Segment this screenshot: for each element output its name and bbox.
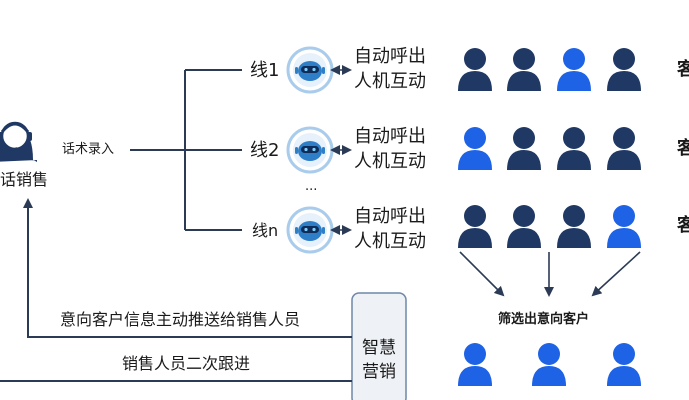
robot-icon-3 — [286, 206, 334, 254]
row-label-2: 客 — [677, 138, 689, 159]
action-line2-2: 人机互动 — [354, 151, 426, 172]
customer-icon-r2-c3 — [557, 127, 591, 170]
action-label-2: 自动呼出 人机互动 — [354, 124, 426, 174]
smart-box-line2: 营销 — [362, 362, 396, 382]
followup-label: 销售人员二次跟进 — [122, 354, 251, 373]
push-return-path — [23, 198, 352, 338]
filter-label: 筛选出意向客户 — [498, 312, 590, 327]
filter-arrow-left — [459, 251, 505, 297]
customer-icon-r3-c4 — [607, 205, 641, 248]
action-line1-1: 自动呼出 — [354, 46, 426, 67]
line-label-n: 线n — [252, 221, 279, 240]
customer-icon-r3-c1 — [458, 205, 492, 248]
ellipsis: ... — [305, 179, 318, 194]
row-label-1: 客 — [677, 59, 689, 80]
smart-marketing-box — [351, 292, 407, 400]
robot-icon-1 — [286, 46, 334, 94]
customer-icon-r2-c4 — [607, 127, 641, 170]
line-label-1: 线1 — [250, 60, 280, 81]
robot-icon-2 — [286, 126, 334, 174]
customer-icon-r3-c3 — [557, 205, 591, 248]
customer-icon-r2-c1 — [458, 127, 492, 170]
customer-icon-r1-c4 — [607, 48, 641, 91]
customer-icon-r2-c2 — [507, 127, 541, 170]
smart-box-line1: 智慧 — [362, 338, 396, 358]
customer-icon-r1-c3 — [557, 48, 591, 91]
intent-customer-icon-3 — [607, 343, 641, 386]
push-label: 意向客户信息主动推送给销售人员 — [60, 310, 301, 329]
intent-customer-icon-1 — [458, 343, 492, 386]
script-input-label: 话术录入 — [62, 142, 115, 157]
customer-icon-r3-c2 — [507, 205, 541, 248]
action-label-1: 自动呼出 人机互动 — [354, 44, 426, 94]
intent-customer-icon-2 — [532, 343, 566, 386]
action-label-n: 自动呼出 人机互动 — [354, 204, 426, 254]
filter-arrow-right — [591, 251, 641, 297]
headset-agent-icon — [0, 121, 37, 162]
agent-label: 话销售 — [0, 170, 49, 189]
customer-icon-r1-c1 — [458, 48, 492, 91]
action-line2-n: 人机互动 — [354, 231, 426, 252]
line-label-2: 线2 — [250, 140, 280, 161]
smart-box-text: 智慧 营销 — [352, 336, 406, 384]
action-line2-1: 人机互动 — [354, 71, 426, 92]
row-label-n: 客 — [677, 215, 689, 236]
action-line1-n: 自动呼出 — [354, 206, 426, 227]
customer-icon-r1-c2 — [507, 48, 541, 91]
action-line1-2: 自动呼出 — [354, 126, 426, 147]
